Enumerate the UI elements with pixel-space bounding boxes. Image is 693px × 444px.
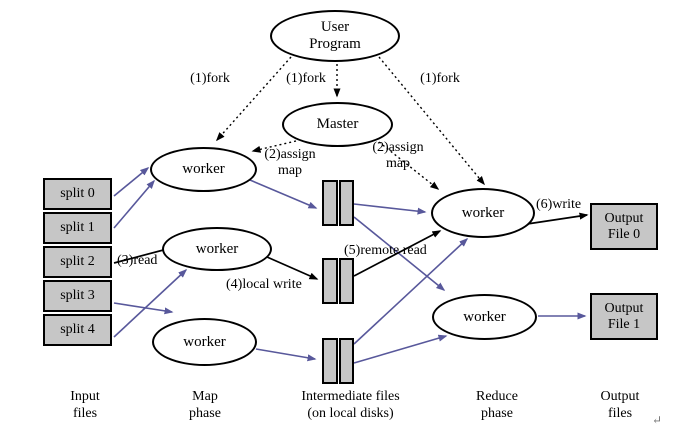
output-files-line1: Output [600, 389, 640, 404]
intermediate-files-line1: Intermediate files [301, 389, 400, 404]
output-file-0-line1: Output [604, 210, 644, 226]
edge-split3-worker3 [113, 302, 174, 315]
map-phase-line2: phase [189, 406, 221, 421]
edge-bar3-reduceworker2 [353, 334, 448, 364]
phase-label-intermediate-files: Intermediate files (on local disks) [278, 388, 423, 422]
reduce-worker-1-label: worker [461, 204, 505, 221]
node-user-program: User Program [270, 10, 400, 62]
edge-bar1-reduceworker1 [353, 203, 427, 215]
output-file-0-line2: File 0 [607, 226, 641, 242]
bar-1-segment-right [338, 180, 354, 226]
assign-left-line1: (2)assign [264, 147, 316, 162]
bar-2-segment-right [338, 258, 354, 304]
output-file-1-line1: Output [604, 300, 644, 316]
node-output-file-0: Output File 0 [590, 203, 658, 250]
assign-right-line1: (2)assign [372, 140, 424, 155]
edge-write-reduceworker1-outputfile0 [526, 212, 589, 225]
map-worker-2-label: worker [195, 240, 239, 257]
map-worker-3-label: worker [183, 333, 226, 350]
edge-bar1-reduceworker2 [353, 216, 446, 291]
node-split-3: split 3 [43, 280, 112, 312]
edge-fork-userprogram-worker1 [216, 56, 292, 142]
node-map-worker-3: worker [152, 318, 257, 366]
phase-label-output-files: Output files [590, 388, 650, 422]
edge-label-read: (3)read [117, 253, 158, 268]
node-master: Master [282, 102, 393, 147]
node-reduce-worker-1: worker [431, 188, 535, 238]
node-split-1: split 1 [43, 212, 112, 244]
intermediate-file-bar-1 [322, 180, 354, 226]
phase-label-input-files: Input files [55, 388, 115, 422]
node-map-worker-1: worker [150, 147, 257, 192]
edge-label-assign-map-left: (2)assign map [255, 147, 325, 179]
intermediate-file-bar-3 [322, 338, 354, 384]
node-split-2: split 2 [43, 246, 112, 278]
output-files-line2: files [607, 406, 633, 421]
edge-split1-worker1 [113, 179, 155, 229]
reduce-phase-line2: phase [481, 406, 513, 421]
split-0-label: split 0 [60, 186, 95, 201]
edge-worker3-bar3 [255, 348, 317, 362]
bar-2-segment-left [322, 258, 338, 304]
phase-label-reduce-phase: Reduce phase [465, 388, 529, 422]
node-output-file-1: Output File 1 [590, 293, 658, 340]
bar-3-segment-left [322, 338, 338, 384]
split-1-label: split 1 [60, 220, 95, 235]
intermediate-files-line2: (on local disks) [307, 406, 394, 421]
input-files-line1: Input [70, 389, 100, 404]
bar-1-segment-left [322, 180, 338, 226]
edge-localwrite-worker2-bar2 [266, 256, 319, 280]
edge-label-fork-middle: (1)fork [286, 71, 326, 86]
input-files-line2: files [72, 406, 98, 421]
split-3-label: split 3 [60, 288, 95, 303]
map-phase-line1: Map [192, 389, 218, 404]
edge-assignmap-master-worker1 [251, 140, 297, 153]
node-split-0: split 0 [43, 178, 112, 210]
edge-split0-worker1 [113, 167, 150, 197]
edge-read-split2-worker2 [113, 246, 173, 264]
edge-label-fork-left: (1)fork [190, 71, 230, 86]
edge-label-remote-read: (5)remote read [344, 243, 427, 258]
reduce-phase-line1: Reduce [476, 389, 518, 404]
master-label: Master [316, 116, 359, 132]
user-program-label-line2: Program [309, 36, 361, 52]
bar-3-segment-right [338, 338, 354, 384]
edge-label-assign-map-right: (2)assign map [363, 140, 433, 172]
split-2-label: split 2 [60, 254, 95, 269]
edge-split4-worker2 [113, 268, 188, 338]
output-file-1-line2: File 1 [607, 316, 641, 332]
assign-left-line2: map [277, 163, 303, 178]
user-program-label-line1: User [320, 19, 350, 35]
edge-label-write: (6)write [536, 197, 582, 212]
map-worker-1-label: worker [182, 161, 225, 177]
split-4-label: split 4 [60, 322, 95, 337]
edge-label-fork-right: (1)fork [420, 71, 460, 86]
paragraph-return-mark: ↵ [652, 413, 663, 427]
edge-label-local-write: (4)local write [226, 277, 302, 292]
edge-remoteread-bar2-reduceworker1 [353, 230, 442, 277]
reduce-worker-2-label: worker [463, 308, 506, 325]
edge-bar3-reduceworker1 [353, 237, 469, 345]
node-reduce-worker-2: worker [432, 294, 537, 340]
phase-label-map-phase: Map phase [175, 388, 235, 422]
assign-right-line2: map [385, 156, 411, 171]
node-map-worker-2: worker [162, 227, 272, 271]
edge-worker1-bar1 [249, 179, 318, 209]
intermediate-file-bar-2 [322, 258, 354, 304]
node-split-4: split 4 [43, 314, 112, 346]
